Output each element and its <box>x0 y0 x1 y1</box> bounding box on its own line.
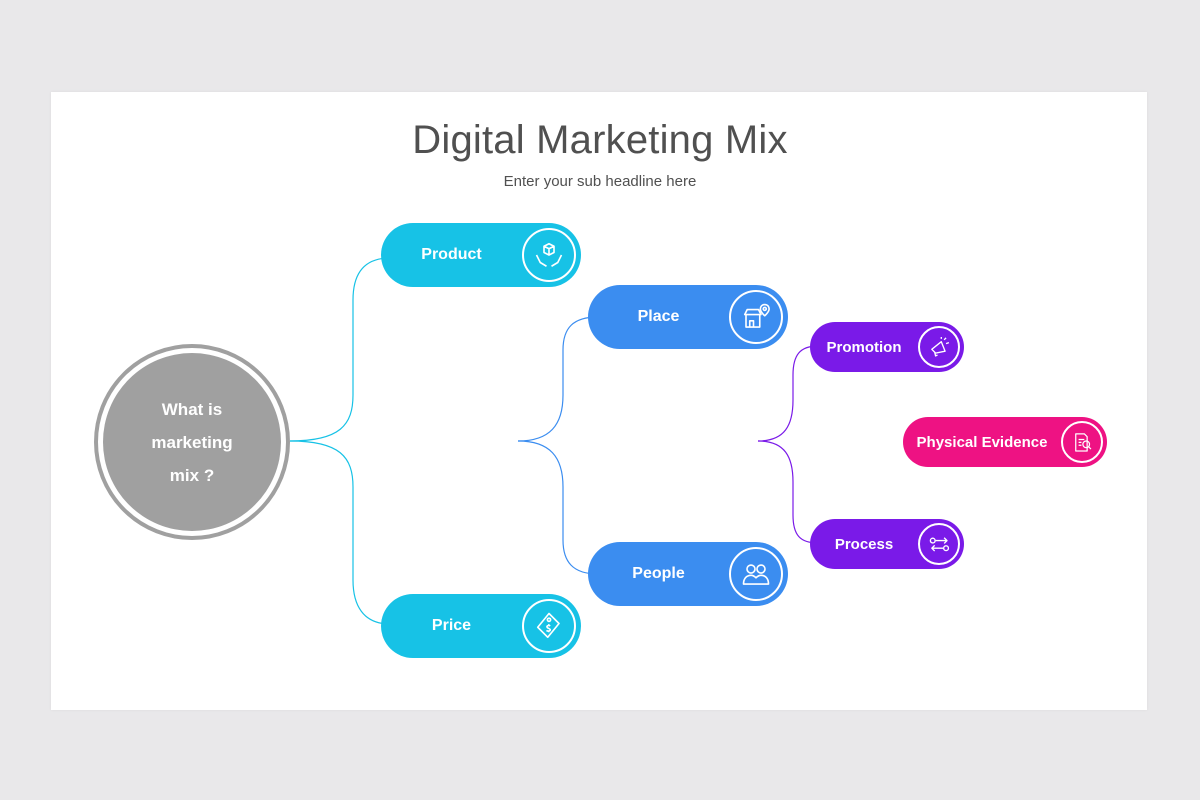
price-tag-icon <box>522 599 576 653</box>
people-icon <box>729 547 783 601</box>
megaphone-icon <box>918 326 960 368</box>
node-price: Price <box>381 594 581 658</box>
node-place-label: Place <box>637 308 680 325</box>
hands-box-icon <box>522 228 576 282</box>
page-title: Digital Marketing Mix <box>412 118 788 162</box>
node-people: People <box>588 542 788 606</box>
center-circle: What is marketing mix ? <box>103 353 281 531</box>
connector-price <box>289 440 391 625</box>
connector-people <box>517 440 599 575</box>
node-physical-evidence: Physical Evidence <box>903 417 1107 467</box>
node-place: Place <box>588 285 788 349</box>
center-line-1: What is <box>161 399 223 419</box>
store-location-icon <box>729 290 783 344</box>
center-question: What is marketing mix ? <box>132 393 252 492</box>
node-process-label: Process <box>834 535 894 553</box>
node-promotion: Promotion <box>810 322 964 372</box>
node-product-label: Product <box>421 246 482 263</box>
node-promotion-label: Promotion <box>826 338 902 356</box>
connector-process <box>757 440 819 544</box>
node-price-label: Price <box>431 617 472 634</box>
center-line-3: mix ? <box>169 465 215 485</box>
process-flow-icon <box>918 523 960 565</box>
node-physical-evidence-label: Physical Evidence <box>916 433 1048 451</box>
node-process: Process <box>810 519 964 569</box>
connector-place <box>517 316 599 442</box>
node-product: Product <box>381 223 581 287</box>
node-people-label: People <box>632 565 685 582</box>
document-search-icon <box>1061 421 1103 463</box>
center-line-2: marketing <box>151 432 233 452</box>
connector-promotion <box>757 345 819 442</box>
page-subtitle: Enter your sub headline here <box>503 173 697 190</box>
connector-product <box>289 257 391 442</box>
